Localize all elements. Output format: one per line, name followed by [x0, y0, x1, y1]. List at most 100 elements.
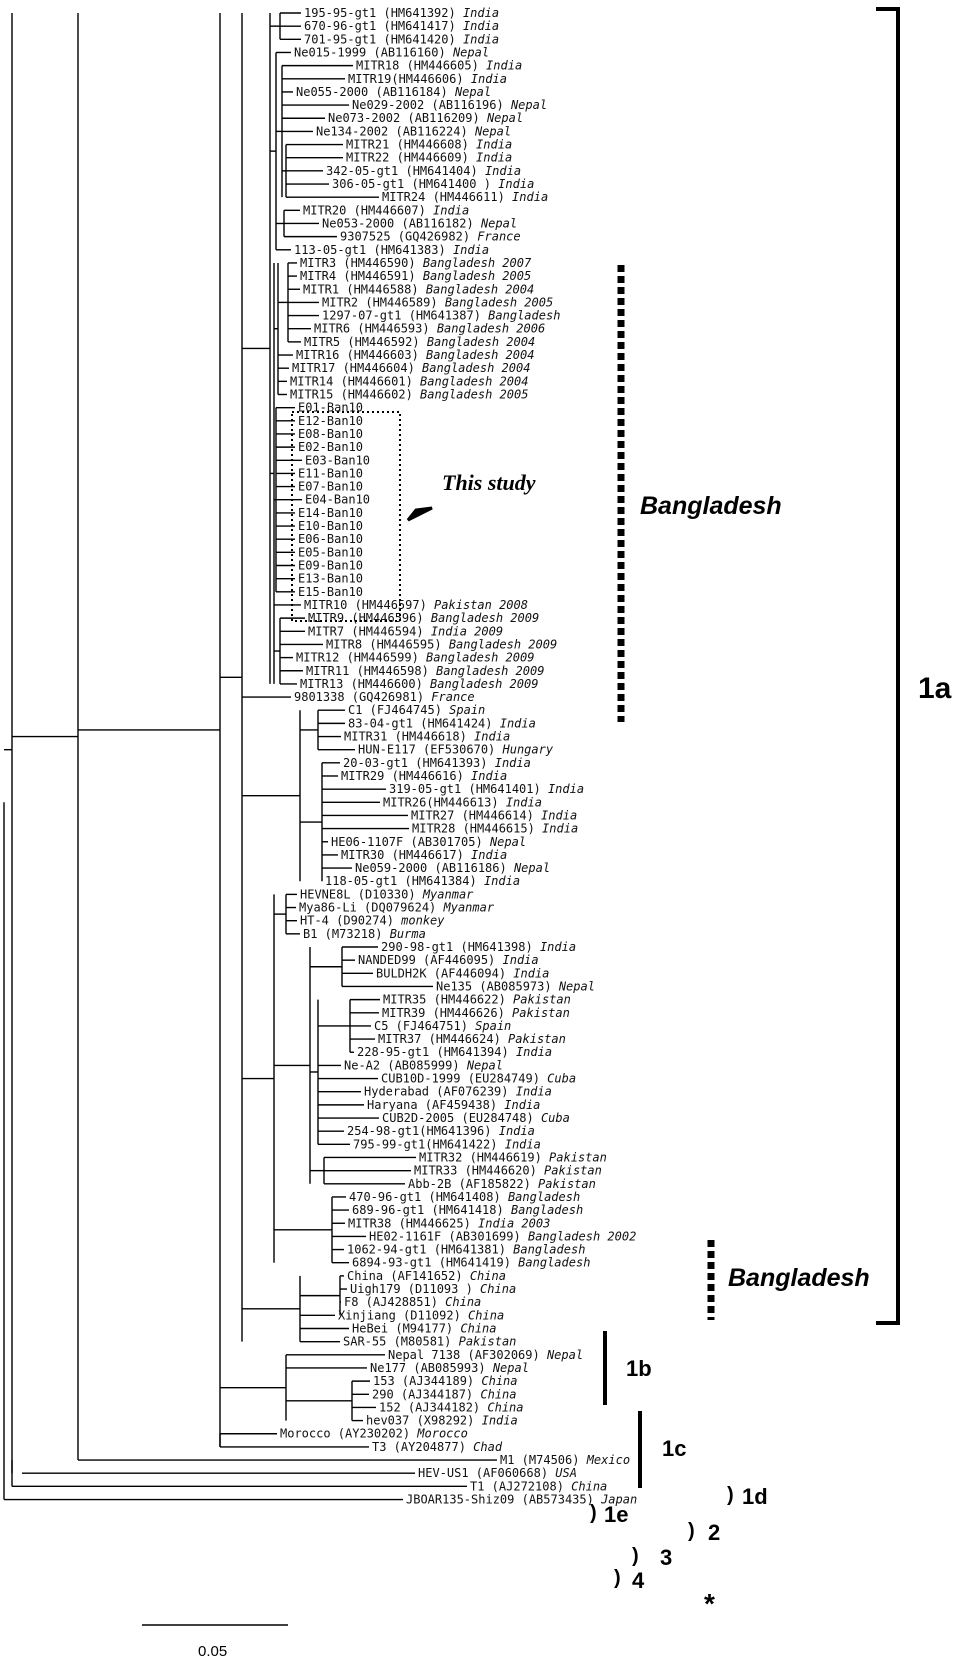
- taxon-id: MITR16 (HM446603): [296, 348, 419, 362]
- taxon-label: 6894-93-gt1 (HM641419) Bangladesh: [352, 1256, 590, 1270]
- taxon-label: Nepal 7138 (AF302069) Nepal: [388, 1348, 583, 1362]
- taxon-label: MITR4 (HM446591) Bangladesh 2005: [300, 269, 531, 283]
- taxon-label: MITR13 (HM446600) Bangladesh 2009: [300, 677, 538, 691]
- taxon-label: E09-Ban10: [298, 559, 363, 573]
- taxon-id: 83-04-gt1 (HM641424): [348, 716, 493, 730]
- taxon-country: Bangladesh 2004: [415, 361, 531, 375]
- taxon-id: 1062-94-gt1 (HM641381): [347, 1243, 506, 1257]
- taxon-id: MITR15 (HM446602): [290, 387, 413, 401]
- taxon-country: Nepal: [448, 85, 491, 99]
- taxon-country: India: [464, 769, 507, 783]
- taxon-country: Bangladesh 2004: [419, 282, 535, 296]
- taxon-id: MITR13 (HM446600): [300, 677, 423, 691]
- this-study-box: [291, 411, 401, 622]
- taxon-id: Nepal 7138 (AF302069): [388, 1348, 540, 1362]
- taxon-country: France: [470, 230, 521, 244]
- taxon-label: CUB10D-1999 (EU284749) Cuba: [381, 1072, 576, 1086]
- taxon-label: 20-03-gt1 (HM641393) India: [343, 756, 531, 770]
- taxon-country: Pakistan: [542, 1150, 607, 1164]
- taxon-country: India: [467, 730, 510, 744]
- taxon-id: E06-Ban10: [298, 532, 363, 546]
- taxon-country: Mexico: [579, 1453, 630, 1467]
- taxon-country: Myanmar: [436, 901, 495, 915]
- tree-branches: [3, 12, 497, 1501]
- taxon-label: E12-Ban10: [298, 414, 363, 428]
- taxon-label: 9307525 (GQ426982) France: [340, 230, 521, 244]
- bangladesh-label-bottom: Bangladesh: [728, 1264, 870, 1292]
- taxon-country: France: [424, 690, 475, 704]
- taxon-country: Bangladesh 2009: [442, 637, 558, 651]
- taxon-id: Ne073-2002 (AB116209): [328, 111, 480, 125]
- taxon-id: MITR31 (HM446618): [344, 730, 467, 744]
- taxon-id: CUB10D-1999 (EU284749): [381, 1072, 540, 1086]
- taxon-country: Myanmar: [416, 887, 475, 901]
- taxon-id: MITR9 (HM446596): [308, 611, 424, 625]
- taxon-country: Pakistan 2008: [427, 598, 528, 612]
- taxon-label: MITR12 (HM446599) Bangladesh 2009: [296, 651, 534, 665]
- taxon-country: India: [456, 6, 499, 20]
- taxon-label: 228-95-gt1 (HM641394) India: [357, 1045, 552, 1059]
- taxon-id: MITR2 (HM446589): [322, 295, 438, 309]
- taxon-label: China (AF141652) China: [347, 1269, 506, 1283]
- taxon-label: E03-Ban10: [305, 453, 370, 467]
- taxon-country: Pakistan: [501, 1032, 566, 1046]
- taxon-country: Bangladesh 2009: [423, 677, 539, 691]
- taxon-country: Bangladesh: [504, 1203, 583, 1217]
- taxon-country: Nepal: [486, 1361, 529, 1375]
- taxon-country: India: [491, 177, 534, 191]
- taxon-country: India: [474, 1414, 517, 1428]
- taxon-id: 342-05-gt1 (HM641404): [326, 164, 478, 178]
- taxon-label: 153 (AJ344189) China: [373, 1374, 518, 1388]
- taxon-country: Bangladesh 2009: [429, 664, 545, 678]
- taxon-id: 228-95-gt1 (HM641394): [357, 1045, 509, 1059]
- bracket-1e: ): [590, 1502, 597, 1524]
- taxon-country: India: [477, 874, 520, 888]
- taxon-id: BULDH2K (AF446094): [376, 966, 506, 980]
- taxon-id: 689-96-gt1 (HM641418): [352, 1203, 504, 1217]
- taxon-label: Ne-A2 (AB085999) Nepal: [344, 1058, 503, 1072]
- taxon-id: E11-Ban10: [298, 466, 363, 480]
- taxon-id: HeBei (M94177): [352, 1322, 453, 1336]
- taxon-id: MITR32 (HM446619): [419, 1150, 542, 1164]
- taxon-country: India: [469, 151, 512, 165]
- taxon-id: MITR30 (HM446617): [341, 848, 464, 862]
- taxon-country: Pakistan: [531, 1177, 596, 1191]
- bracket-2: ): [688, 1520, 695, 1542]
- taxon-id: 20-03-gt1 (HM641393): [343, 756, 488, 770]
- taxon-id: MITR7 (HM446594): [308, 624, 424, 638]
- taxon-country: India: [505, 190, 548, 204]
- taxon-country: Nepal: [483, 835, 526, 849]
- taxon-id: MITR11 (HM446598): [306, 664, 429, 678]
- taxon-id: C5 (FJ464751): [374, 1019, 468, 1033]
- taxon-id: Uigh179 (D11093 ): [350, 1282, 473, 1296]
- taxon-country: Nepal: [480, 111, 523, 125]
- taxon-label: Ne135 (AB085973) Nepal: [436, 979, 595, 993]
- taxon-id: Abb-2B (AF185822): [408, 1177, 531, 1191]
- taxon-label: 470-96-gt1 (HM641408) Bangladesh: [349, 1190, 580, 1204]
- taxon-country: India: [488, 756, 531, 770]
- taxon-label: hev037 (X98292) India: [366, 1414, 518, 1428]
- taxon-id: B1 (M73218): [303, 927, 382, 941]
- taxon-country: India: [469, 138, 512, 152]
- taxon-country: China: [473, 1282, 516, 1296]
- taxon-label: Haryana (AF459438) India: [367, 1098, 540, 1112]
- taxon-label: MITR26(HM446613) India: [383, 795, 542, 809]
- taxon-id: HE02-1161F (AB301699): [369, 1229, 521, 1243]
- taxon-id: M1 (M74506): [500, 1453, 579, 1467]
- taxon-id: Haryana (AF459438): [367, 1098, 497, 1112]
- taxon-country: Japan: [594, 1493, 637, 1507]
- taxon-label: T1 (AJ272108) China: [470, 1479, 607, 1493]
- taxon-id: JBOAR135-Shiz09 (AB573435): [406, 1493, 594, 1507]
- taxon-label: BULDH2K (AF446094) India: [376, 966, 549, 980]
- taxon-country: India: [497, 1098, 540, 1112]
- taxon-id: HT-4 (D90274): [300, 914, 394, 928]
- taxon-label: 290-98-gt1 (HM641398) India: [381, 940, 576, 954]
- taxon-country: Pakistan: [505, 1006, 570, 1020]
- taxon-label: E07-Ban10: [298, 480, 363, 494]
- taxon-country: India: [535, 822, 578, 836]
- taxon-label: C1 (FJ464745) Spain: [348, 703, 485, 717]
- taxon-label: E14-Ban10: [298, 506, 363, 520]
- taxon-country: Hungary: [495, 743, 554, 757]
- group-label-1b: 1b: [626, 1356, 652, 1381]
- taxon-country: Pakistan: [537, 1164, 602, 1178]
